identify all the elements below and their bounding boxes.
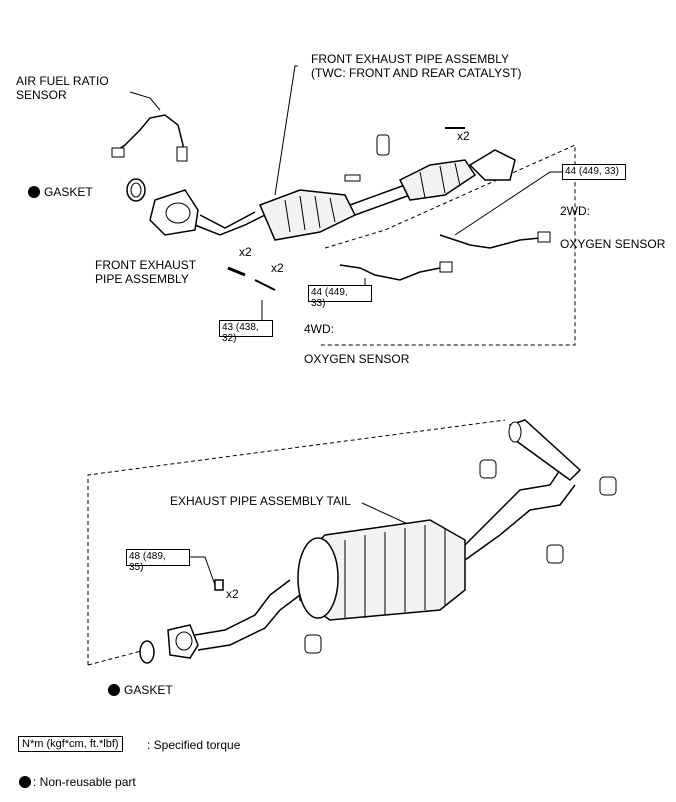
non-reusable-marker-icon [28,186,40,198]
legend-non-reusable-desc: : Non-reusable part [33,775,136,789]
gasket-bottom-label: GASKET [124,683,173,697]
af-sensor-leader [129,91,161,111]
oxygen-sensor-2wd-label: OXYGEN SENSOR [560,237,666,251]
air-fuel-ratio-sensor-label: AIR FUEL RATIO SENSOR [16,74,109,102]
4wd-label: 4WD: [304,322,334,336]
legend-torque-desc: : Specified torque [147,738,241,752]
torque-box-43: 43 (438, 32) [219,320,273,344]
torque-box-48: 48 (489, 35) [126,549,190,573]
front-exhaust-pipe-assembly-label: FRONT EXHAUST PIPE ASSEMBLY (TWC: FRONT … [311,52,522,80]
non-reusable-marker-icon [108,684,120,696]
multiplier-label: x2 [457,129,470,143]
front-pipe-leader [274,65,298,196]
legend-torque-box: N*m (kgf*cm, ft.*lbf) [18,736,123,752]
multiplier-label: x2 [271,261,284,275]
multiplier-label: x2 [239,245,252,259]
multiplier-label: x2 [226,587,239,601]
legend-non-reusable-icon [19,776,31,788]
2wd-label: 2WD: [560,204,590,218]
exhaust-pipe-tail-label: EXHAUST PIPE ASSEMBLY TAIL [170,494,351,508]
torque-box-4wd: 44 (449, 33) [308,285,372,309]
front-exhaust-pipe-small-label: FRONT EXHAUST PIPE ASSEMBLY [95,258,197,286]
gasket-top-label: GASKET [44,185,93,199]
torque-box-2wd: 44 (449, 33) [562,164,626,180]
oxygen-sensor-4wd-label: OXYGEN SENSOR [304,352,410,366]
